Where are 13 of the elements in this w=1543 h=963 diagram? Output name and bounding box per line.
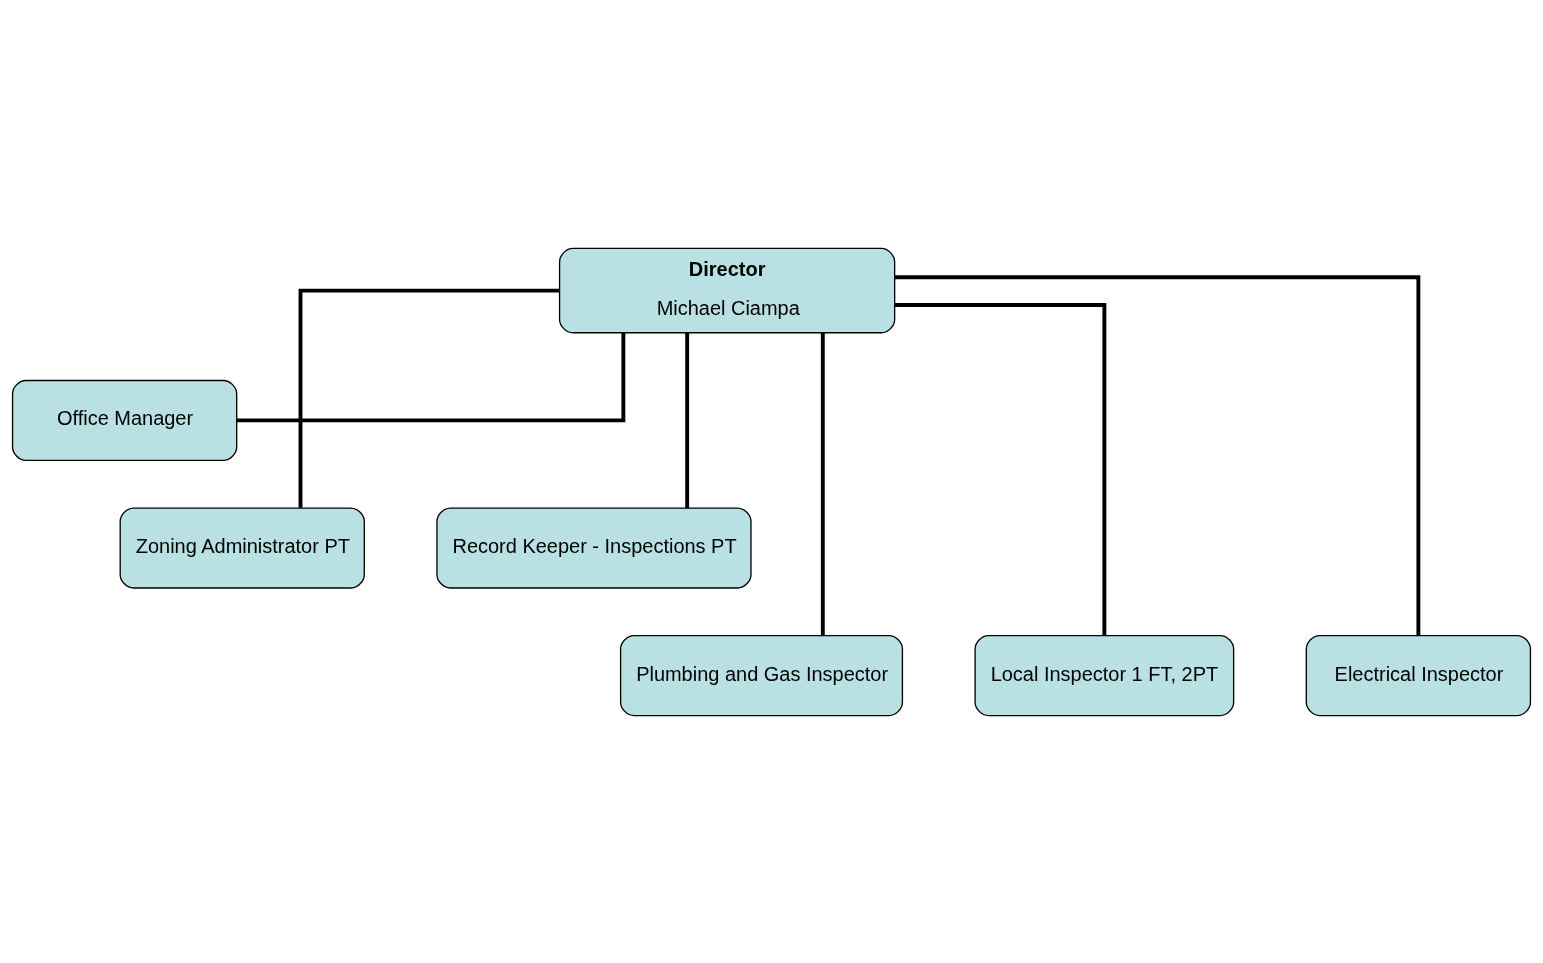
node-box: Office Manager	[11, 379, 238, 461]
node-box: Zoning Administrator PT	[119, 506, 365, 589]
node-box: Local Inspector 1 FT, 2PT	[974, 634, 1235, 716]
connector	[236, 332, 626, 422]
node-box: Director Michael Ciampa	[558, 247, 896, 333]
node-box: Plumbing and Gas Inspector	[619, 634, 904, 716]
node-box: Electrical Inspector	[1305, 634, 1532, 716]
connector	[894, 302, 1107, 636]
node-box: Record Keeper - Inspections PT	[436, 506, 752, 589]
connector	[894, 274, 1421, 636]
connector	[685, 332, 690, 508]
connector	[820, 332, 825, 636]
connector	[298, 288, 560, 508]
